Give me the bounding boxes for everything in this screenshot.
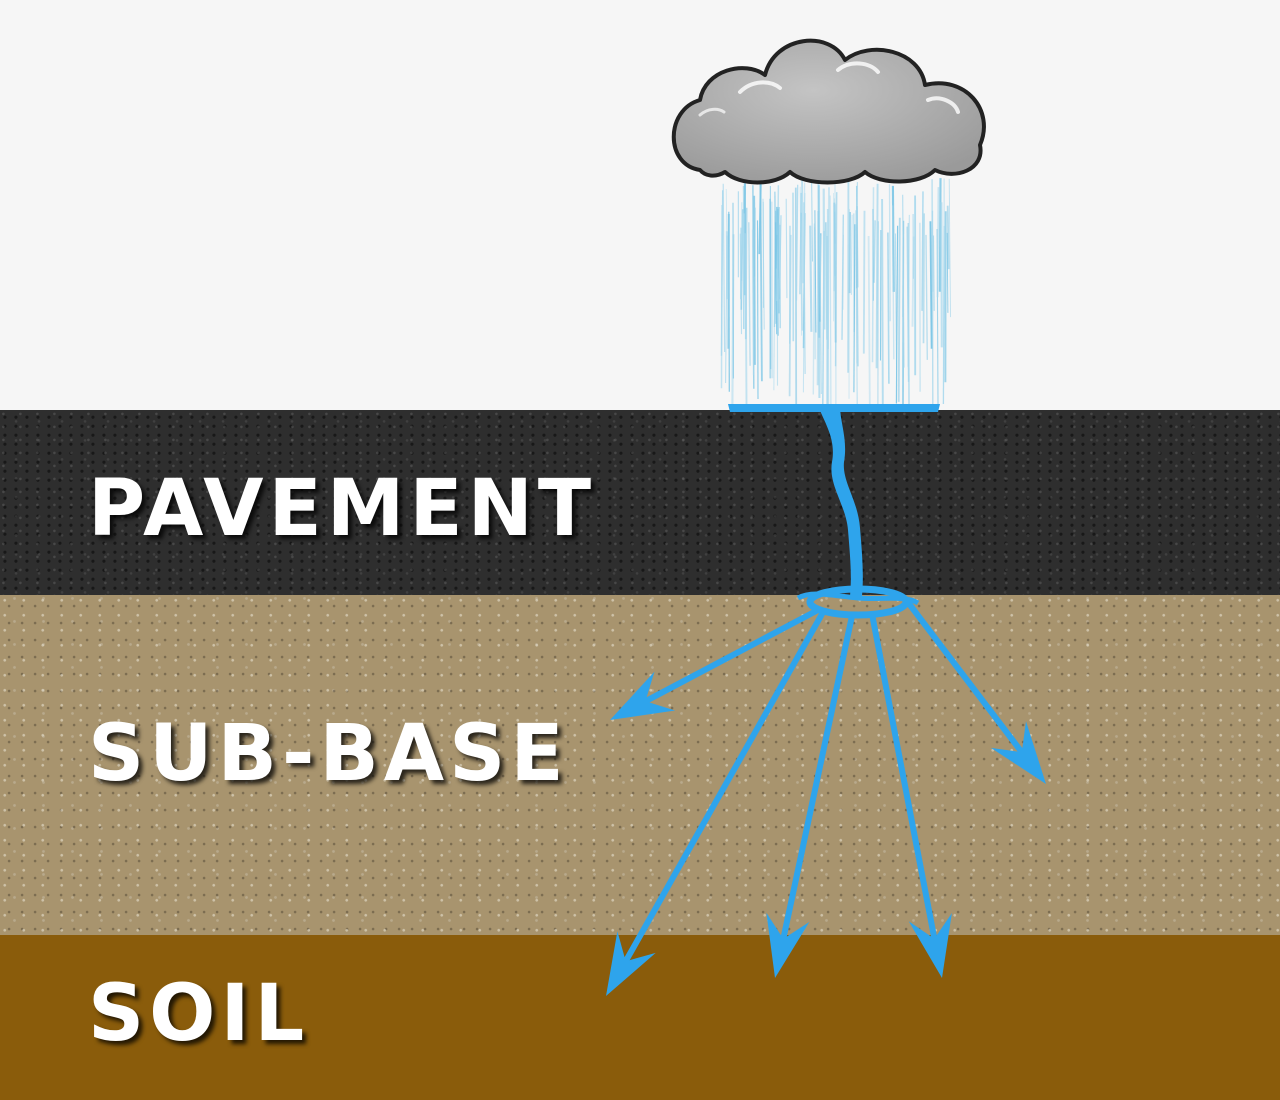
rain-streak [848, 208, 850, 399]
rain-streak [855, 224, 858, 405]
rain-streak [925, 234, 928, 360]
rain-streak [891, 205, 895, 360]
rain-streak [826, 187, 830, 350]
rain-streak [946, 232, 949, 313]
soil-layer: SOIL [0, 935, 1280, 1100]
rain-streak [779, 215, 782, 300]
rain-streak [887, 232, 890, 384]
rain-streak [938, 178, 942, 292]
rain-streak [817, 178, 821, 338]
flow-arrow-shaft [907, 602, 1025, 756]
subbase-layer: SUB-BASE [0, 595, 1280, 935]
rain-streak [897, 217, 901, 402]
rain-streak [829, 195, 832, 405]
rain-streak [895, 225, 899, 404]
rain-streak [850, 214, 853, 295]
rain-streak [881, 198, 884, 405]
rain-streak [811, 179, 813, 262]
rain-streak [922, 213, 925, 344]
rain-streak [728, 211, 730, 392]
rain-streak [819, 235, 822, 395]
rain-streak [814, 210, 817, 333]
rain-streak [753, 195, 756, 365]
rain-streak [855, 182, 858, 289]
rain-streak [785, 198, 788, 299]
flow-arrow-head [766, 912, 810, 978]
rain-streak [759, 178, 763, 382]
rain-streak [777, 208, 780, 314]
rain-streak [744, 233, 748, 405]
rain-streak [801, 179, 805, 284]
rain-cloud-icon [671, 38, 986, 185]
rain-streak [799, 186, 803, 336]
rain-streak [775, 206, 778, 269]
rain-streak [873, 220, 876, 283]
rain-streak [751, 229, 755, 376]
rain-streak [833, 202, 837, 343]
rain-streak [855, 210, 858, 364]
rain-streak [932, 235, 935, 311]
rain-streak [936, 187, 940, 298]
flow-arrow-head [991, 721, 1046, 784]
rain-streak [862, 210, 866, 354]
flow-arrow-shaft [642, 607, 821, 705]
water-flow-arrows [606, 602, 1046, 996]
rain-streak [842, 234, 844, 310]
flow-arrow-head [610, 671, 676, 720]
flow-arrow-head [606, 931, 656, 996]
pavement-label: PAVEMENT [88, 464, 597, 554]
sky [0, 0, 1280, 410]
rain-streak [921, 191, 924, 311]
water-infiltration-path [728, 404, 940, 619]
pavement-layer: PAVEMENT [0, 410, 1280, 595]
rain-streak [906, 226, 910, 382]
rain-streak [748, 222, 751, 366]
rain-streak [822, 188, 826, 330]
subbase-label: SUB-BASE [88, 709, 569, 799]
rain-streaks [720, 178, 951, 405]
rain-streak [722, 183, 726, 353]
rain-streak [725, 231, 729, 300]
rain-streak [756, 220, 759, 400]
soil-label: SOIL [88, 969, 310, 1059]
rain-streak [795, 184, 799, 301]
rain-streak [946, 205, 950, 270]
rain-streak [888, 184, 891, 322]
rain-streak [948, 178, 951, 318]
flow-arrow-shaft [780, 613, 855, 942]
rain-streak [853, 224, 856, 393]
flow-arrow-shaft [869, 611, 938, 942]
rain-streak [902, 194, 905, 368]
rain-streak [855, 185, 859, 367]
rain-streak [770, 201, 774, 379]
rain-streak [800, 212, 803, 331]
rain-streak [809, 225, 813, 332]
rain-streak [803, 202, 806, 375]
flow-arrow-head [908, 913, 952, 978]
rain-streak [875, 183, 879, 369]
rain-streak [867, 235, 871, 405]
flow-arrow-shaft [622, 611, 825, 965]
rain-streak [929, 221, 933, 349]
rain-streak [720, 190, 724, 356]
rain-streak [833, 198, 836, 277]
